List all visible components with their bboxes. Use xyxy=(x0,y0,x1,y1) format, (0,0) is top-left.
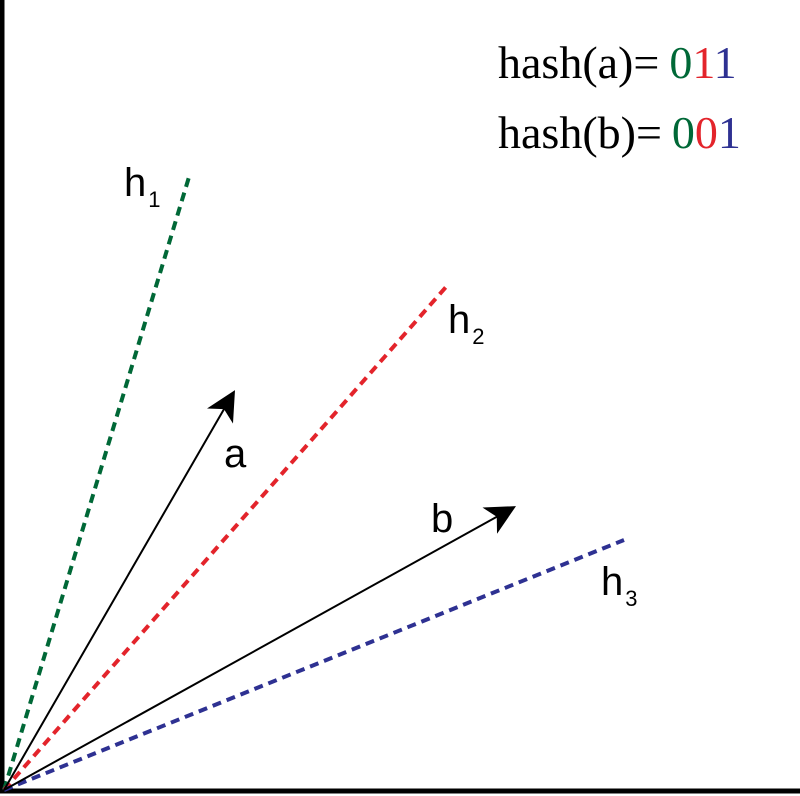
hash-a-bit-1: 0 xyxy=(669,37,692,88)
label-h3-sub: 3 xyxy=(625,586,637,611)
hyperplane-h1 xyxy=(2,176,191,791)
label-h3-letter: h xyxy=(601,560,623,604)
label-h2-sub: 2 xyxy=(472,324,484,349)
hash-b-bit-1: 0 xyxy=(672,107,695,158)
hash-a-bit-3: 1 xyxy=(714,37,737,88)
hash-b-bit-2: 0 xyxy=(695,107,718,158)
label-h2-letter: h xyxy=(448,298,470,342)
hash-b-prefix: hash(b)= xyxy=(498,107,662,158)
label-b: b xyxy=(431,497,453,541)
hash-b: hash(b)=001 xyxy=(498,107,741,158)
vector-a xyxy=(3,390,236,791)
hash-a: hash(a)=011 xyxy=(498,37,737,88)
label-h3: h3 xyxy=(601,560,638,611)
label-h2: h2 xyxy=(448,298,485,349)
label-a: a xyxy=(224,432,247,476)
hash-b-bit-3: 1 xyxy=(718,107,741,158)
label-h1-sub: 1 xyxy=(148,187,160,212)
label-h1-letter: h xyxy=(124,161,146,205)
hyperplane-h3 xyxy=(3,538,625,792)
hyperplane-h2 xyxy=(2,285,448,792)
hash-a-prefix: hash(a)= xyxy=(498,37,659,88)
label-h1: h1 xyxy=(124,161,161,212)
hash-a-bit-2: 1 xyxy=(692,37,713,88)
vector-b xyxy=(3,506,516,791)
